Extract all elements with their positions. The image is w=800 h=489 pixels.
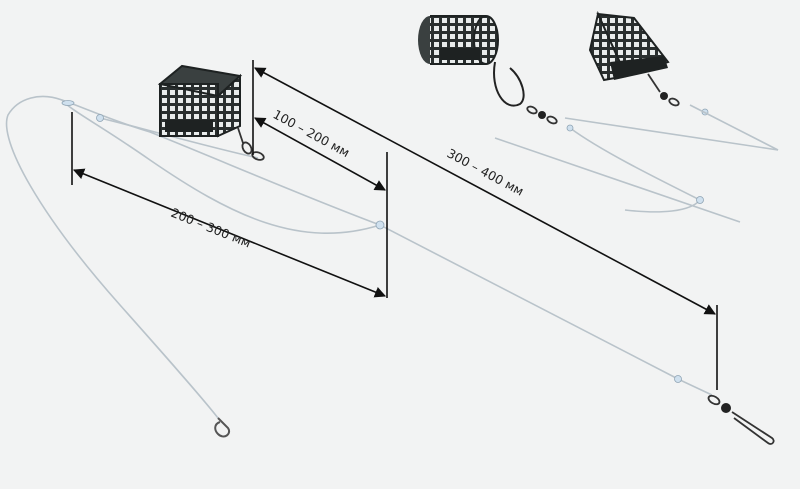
dimension-hook-leader-label: 200 – 300 мм bbox=[169, 205, 253, 251]
feeder-wire-loop bbox=[493, 61, 525, 107]
swivel-icon bbox=[707, 394, 775, 445]
alt-loop-line bbox=[569, 127, 702, 213]
main-line bbox=[379, 224, 713, 396]
feeder-cage-icon bbox=[418, 15, 499, 65]
dimension-main-leader bbox=[254, 67, 716, 315]
feeder-cage-icon bbox=[157, 64, 243, 138]
loop-knot bbox=[375, 220, 385, 230]
alt-main-line bbox=[564, 117, 779, 151]
feeder-cage-icon bbox=[588, 10, 670, 82]
loop-knot bbox=[61, 100, 75, 106]
alt-main-line bbox=[494, 137, 741, 223]
loop-knot bbox=[696, 196, 704, 204]
dimension-hook-leader bbox=[72, 168, 387, 298]
feeder-leader-line bbox=[99, 117, 259, 159]
loop-knot bbox=[674, 375, 682, 383]
loop-knot bbox=[96, 114, 104, 122]
swivel-icon bbox=[526, 105, 558, 125]
alt-line bbox=[689, 104, 779, 151]
swivel-icon bbox=[647, 73, 680, 107]
hook-icon bbox=[214, 417, 230, 438]
loop-knot bbox=[566, 124, 574, 132]
